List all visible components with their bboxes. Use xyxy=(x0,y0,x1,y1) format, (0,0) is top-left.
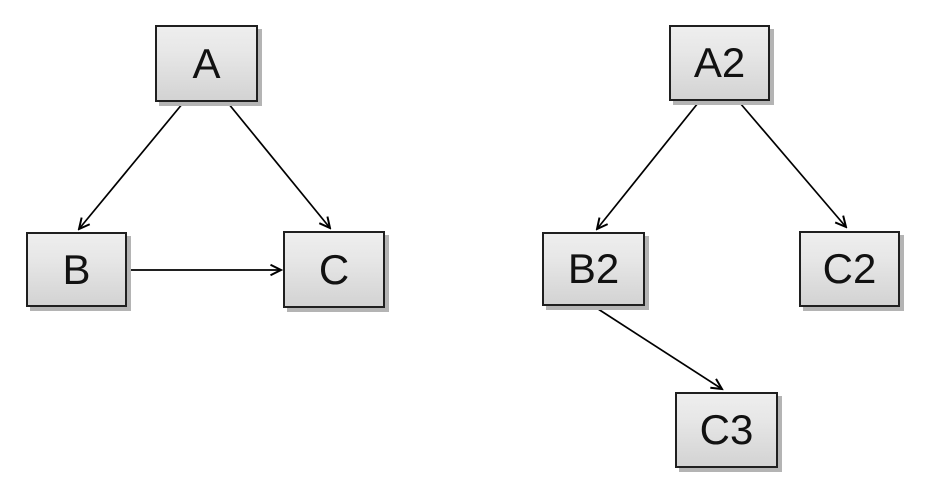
node-label-B2: B2 xyxy=(567,245,620,292)
node-label-C: C xyxy=(318,245,350,293)
node-label-A2: A2 xyxy=(693,39,746,86)
node-label-A: A xyxy=(192,39,221,87)
edge-A2-C2[interactable] xyxy=(739,102,846,227)
edge-B2-C3[interactable] xyxy=(594,306,722,389)
node-A[interactable]: A xyxy=(155,25,258,102)
node-label-C3: C3 xyxy=(699,406,754,453)
node-B2[interactable]: B2 xyxy=(542,232,645,306)
node-B[interactable]: B xyxy=(26,232,127,307)
edge-group xyxy=(79,102,846,389)
node-C3[interactable]: C3 xyxy=(675,392,778,468)
node-A2[interactable]: A2 xyxy=(669,25,770,101)
node-label-B: B xyxy=(62,245,91,293)
node-C2[interactable]: C2 xyxy=(799,231,900,307)
edge-A-C[interactable] xyxy=(227,102,330,228)
edge-A2-B2[interactable] xyxy=(597,102,699,229)
edge-A-B[interactable] xyxy=(79,102,184,229)
node-label-C2: C2 xyxy=(822,245,877,292)
node-C[interactable]: C xyxy=(283,231,385,308)
